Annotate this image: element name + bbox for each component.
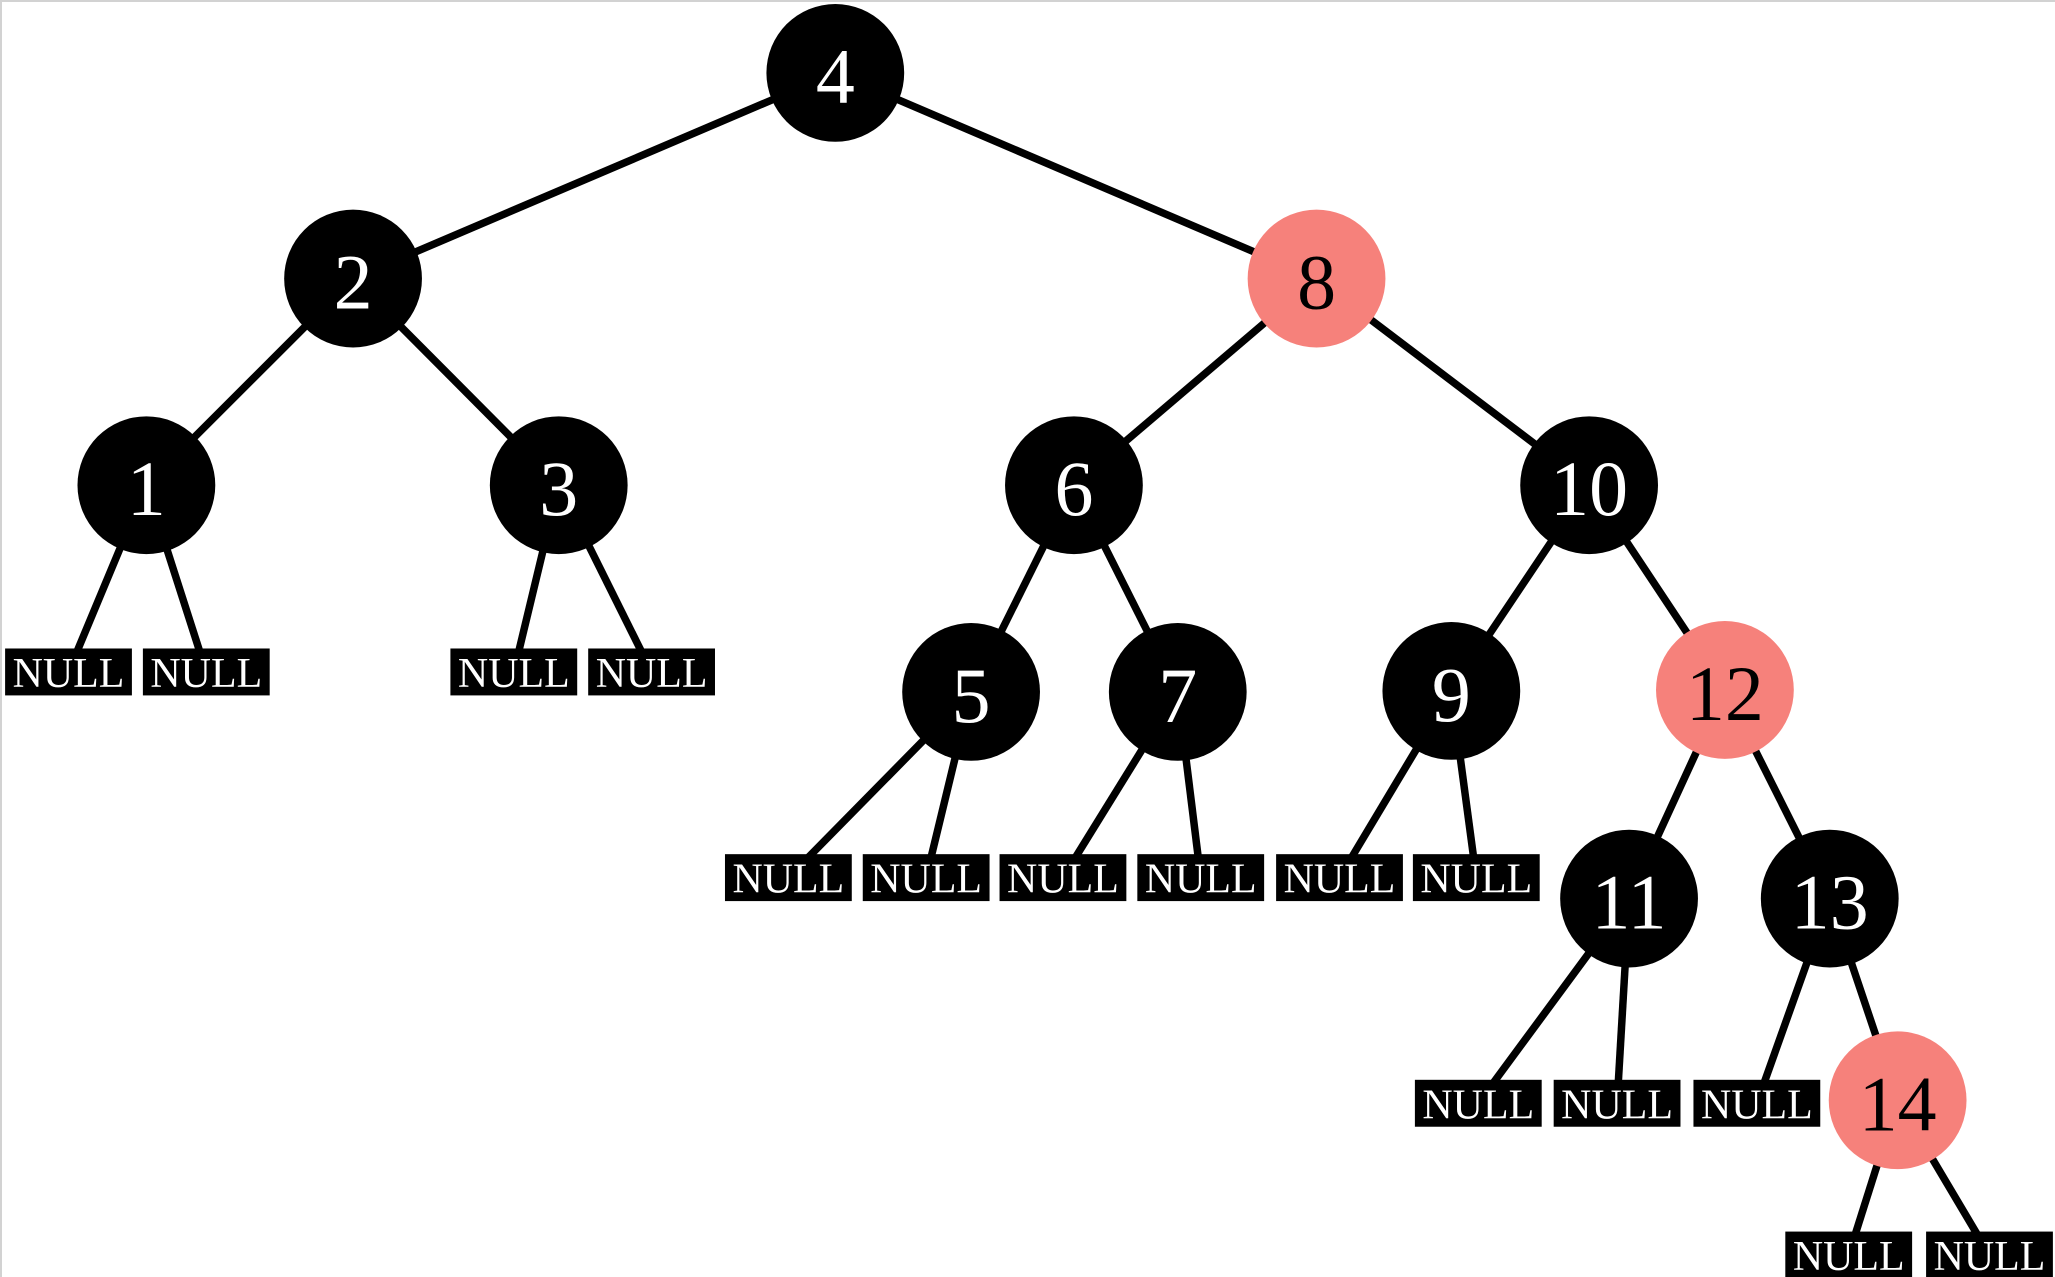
null-label: NULL <box>150 651 262 697</box>
black-node-circle <box>1382 622 1521 760</box>
node-label: 8 <box>1297 240 1336 326</box>
null-label: NULL <box>1007 857 1119 903</box>
red-node-circle <box>1656 621 1794 759</box>
null-box <box>142 648 270 696</box>
null-label: NULL <box>1701 1082 1813 1128</box>
black-node-circle <box>1760 829 1899 968</box>
tree-node-9: 9 <box>1382 622 1521 760</box>
null-box <box>1414 1079 1542 1127</box>
tree-node-8: 8 <box>1247 209 1386 348</box>
black-node-circle <box>902 623 1040 761</box>
null-box <box>1137 854 1265 902</box>
red-node-circle <box>1828 1031 1967 1170</box>
null-leaf-null-7-left: NULL <box>999 854 1127 903</box>
null-box <box>1412 854 1540 902</box>
node-label: 13 <box>1791 860 1869 946</box>
null-leaf-null-14-left: NULL <box>1785 1231 1913 1277</box>
null-label: NULL <box>732 857 844 903</box>
null-leaf-null-9-right: NULL <box>1412 854 1540 903</box>
node-label: 1 <box>127 446 166 532</box>
tree-node-4: 4 <box>766 3 905 142</box>
tree-node-7: 7 <box>1108 623 1247 761</box>
node-label: 3 <box>539 446 578 532</box>
null-box <box>450 648 578 696</box>
null-label: NULL <box>458 651 570 697</box>
null-label: NULL <box>1934 1234 2046 1277</box>
null-box <box>862 854 990 902</box>
null-label: NULL <box>1145 857 1257 903</box>
node-label: 10 <box>1550 446 1628 532</box>
null-label: NULL <box>1284 857 1396 903</box>
tree-node-10: 10 <box>1520 416 1659 555</box>
node-label: 5 <box>952 653 991 739</box>
node-label: 9 <box>1432 652 1471 738</box>
null-label: NULL <box>1420 857 1532 903</box>
null-leaf-null-1-right: NULL <box>142 648 270 697</box>
null-leaf-null-1-left: NULL <box>5 648 132 697</box>
null-label: NULL <box>1793 1234 1905 1277</box>
null-box <box>724 854 852 902</box>
node-label: 2 <box>334 240 373 326</box>
null-label: NULL <box>870 857 982 903</box>
black-node-circle <box>284 209 422 348</box>
null-leaf-null-14-right: NULL <box>1926 1231 2053 1277</box>
null-leaf-null-5-right: NULL <box>862 854 990 903</box>
black-node-circle <box>77 416 216 555</box>
null-leaf-null-7-right: NULL <box>1137 854 1265 903</box>
black-node-circle <box>1560 829 1698 968</box>
node-label: 14 <box>1859 1061 1937 1147</box>
red-node-circle <box>1247 209 1386 348</box>
tree-node-6: 6 <box>1005 416 1143 555</box>
null-leaf-null-3-left: NULL <box>450 648 578 697</box>
null-label: NULL <box>1422 1082 1534 1128</box>
null-box <box>1276 854 1403 902</box>
tree-node-2: 2 <box>284 209 422 348</box>
null-leaf-null-9-left: NULL <box>1276 854 1403 903</box>
edge-4-2 <box>351 69 837 283</box>
black-node-circle <box>1005 416 1143 555</box>
node-label: 4 <box>816 34 855 120</box>
black-node-circle <box>1108 623 1247 761</box>
null-leaf-null-11-left: NULL <box>1414 1079 1542 1128</box>
null-box <box>5 648 132 696</box>
tree-node-13: 13 <box>1760 829 1899 968</box>
null-box <box>1693 1079 1821 1127</box>
null-leaf-null-11-right: NULL <box>1553 1079 1681 1128</box>
node-label: 11 <box>1592 860 1667 946</box>
null-leaf-null-3-right: NULL <box>588 648 715 697</box>
null-label: NULL <box>13 651 125 697</box>
tree-node-12: 12 <box>1656 621 1794 759</box>
tree-node-1: 1 <box>77 416 216 555</box>
tree-node-14: 14 <box>1828 1031 1967 1170</box>
black-node-circle <box>489 416 628 555</box>
null-leaf-null-13-left: NULL <box>1693 1079 1821 1128</box>
tree-node-11: 11 <box>1560 829 1698 968</box>
null-box <box>1926 1231 2053 1277</box>
null-box <box>1553 1079 1681 1127</box>
null-box <box>588 648 715 696</box>
null-box <box>999 854 1127 902</box>
null-label: NULL <box>596 651 708 697</box>
null-leaf-null-5-left: NULL <box>724 854 852 903</box>
null-label: NULL <box>1561 1082 1673 1128</box>
node-label: 7 <box>1158 653 1197 739</box>
node-label: 6 <box>1054 446 1093 532</box>
tree-node-5: 5 <box>902 623 1040 761</box>
node-label: 12 <box>1686 651 1764 737</box>
tree-node-3: 3 <box>489 416 628 555</box>
null-box <box>1785 1231 1913 1277</box>
edge-4-8 <box>833 69 1319 283</box>
black-node-circle <box>766 3 905 142</box>
black-node-circle <box>1520 416 1659 555</box>
